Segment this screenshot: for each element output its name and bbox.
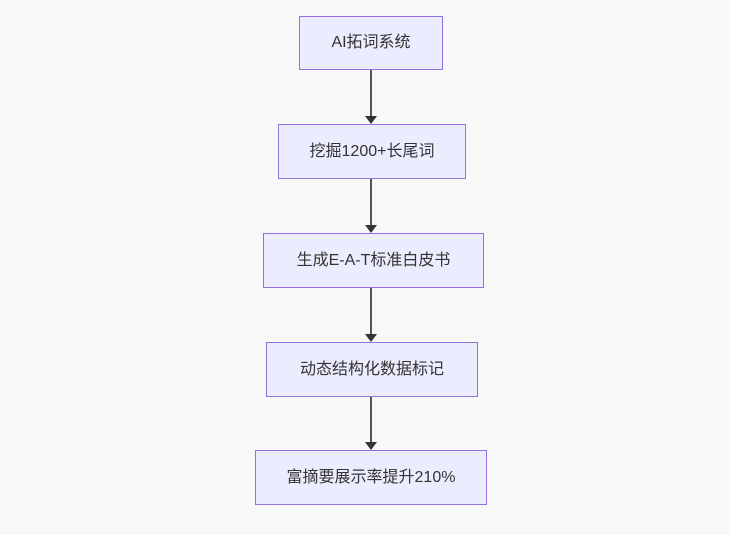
- arrow-down-icon: [365, 334, 377, 342]
- flow-node-label: 挖掘1200+长尾词: [309, 142, 435, 160]
- flow-node-structured-data-markup: 动态结构化数据标记: [266, 342, 478, 397]
- flow-node-label: 生成E-A-T标准白皮书: [296, 251, 451, 269]
- edge-line-4: [370, 397, 372, 442]
- flow-node-label: 富摘要展示率提升210%: [286, 468, 456, 486]
- flow-node-longtail-mining: 挖掘1200+长尾词: [278, 124, 466, 179]
- arrow-down-icon: [365, 116, 377, 124]
- flow-node-rich-snippet-result: 富摘要展示率提升210%: [255, 450, 487, 505]
- edge-line-2: [370, 179, 372, 225]
- arrow-down-icon: [365, 225, 377, 233]
- flow-node-label: 动态结构化数据标记: [299, 360, 444, 378]
- flow-node-eat-whitepaper: 生成E-A-T标准白皮书: [263, 233, 484, 288]
- flow-node-ai-keyword-system: AI拓词系统: [299, 16, 443, 70]
- arrow-down-icon: [365, 442, 377, 450]
- edge-line-1: [370, 70, 372, 116]
- edge-line-3: [370, 288, 372, 334]
- flow-node-label: AI拓词系统: [331, 34, 411, 52]
